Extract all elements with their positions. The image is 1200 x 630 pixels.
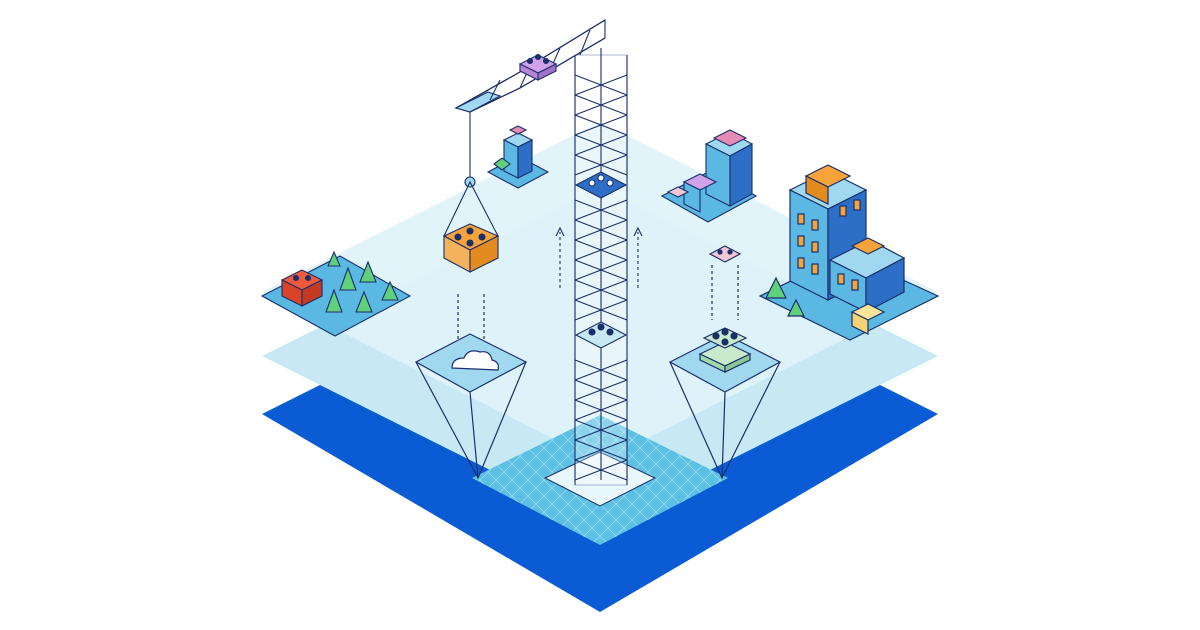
tree-icon <box>765 276 805 317</box>
cloud-pyramid <box>414 294 528 480</box>
building-windows <box>797 199 861 291</box>
building-icon <box>660 129 758 223</box>
tower-cross-bracing <box>574 74 628 481</box>
lego-brick-icon <box>442 223 500 273</box>
tree-icon <box>325 250 399 313</box>
floating-pink-brick <box>708 245 742 263</box>
brick-pyramid <box>668 245 782 480</box>
forest-tile <box>260 250 412 337</box>
building-icon <box>758 164 940 341</box>
tower-platform-lower <box>574 321 628 349</box>
building-icon <box>486 125 550 189</box>
cloud-icon <box>451 350 499 371</box>
top-layer <box>262 122 938 462</box>
lego-brick-icon <box>698 327 752 373</box>
lego-brick-icon <box>518 53 558 81</box>
tower-platform-upper <box>574 171 628 199</box>
